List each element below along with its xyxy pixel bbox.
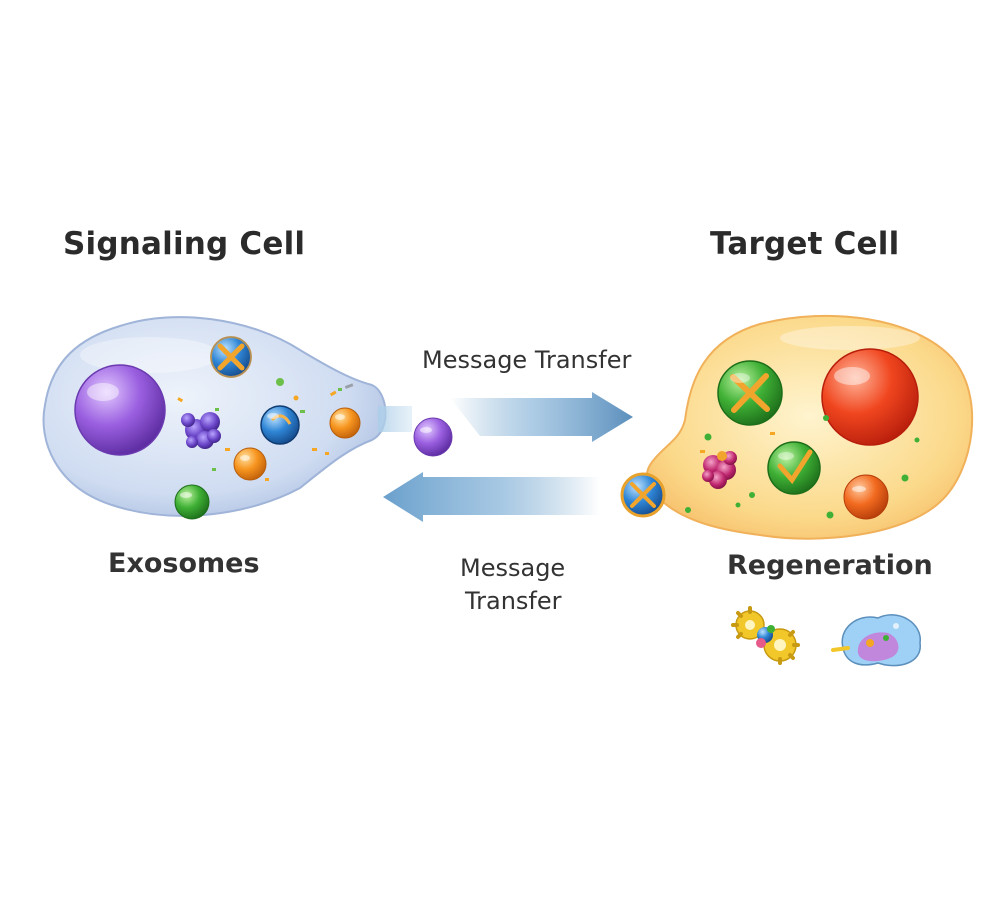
backward-arrow-label-line2: Transfer (465, 587, 562, 615)
exosome-green-marked-1 (717, 360, 783, 426)
exosome-entering (620, 472, 666, 518)
target-cell-nucleus (821, 348, 919, 446)
protein-cluster-magenta (702, 451, 737, 489)
exosomes-label: Exosomes (108, 548, 260, 579)
regeneration-icon-gears (731, 606, 800, 665)
exosome-orange-red (843, 474, 889, 520)
exosome-orange-2 (329, 407, 361, 439)
exosome-blue (260, 405, 300, 445)
target-cell (645, 314, 974, 540)
arrow-forward (450, 392, 633, 442)
target-cell-title: Target Cell (710, 226, 900, 262)
released-vesicle (413, 417, 453, 457)
exosome-orange-1 (233, 447, 267, 481)
protein-cluster-violet (181, 412, 221, 449)
small-particles-left (177, 378, 354, 481)
regeneration-icon-tissue (831, 614, 921, 667)
exosome-blue-marked (210, 336, 252, 378)
exosome-green-marked-2 (767, 441, 821, 495)
arrow-backward (383, 472, 600, 522)
regeneration-label: Regeneration (727, 550, 933, 581)
backward-arrow-label-line1: Message (460, 554, 566, 582)
signaling-cell-nucleus (74, 364, 166, 456)
forward-arrow-label: Message Transfer (422, 346, 632, 374)
release-channel (378, 406, 412, 432)
small-particles-right (685, 415, 920, 519)
exosome-green (174, 484, 210, 520)
signaling-cell-title: Signaling Cell (63, 226, 306, 262)
